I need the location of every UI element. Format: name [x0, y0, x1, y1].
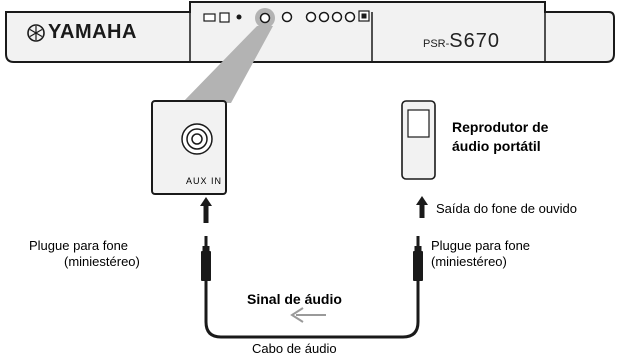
signal-up-arrow-icon [200, 197, 212, 223]
player-title-line2: áudio portátil [452, 138, 541, 154]
left-plug-label-line1: Plugue para fone [29, 238, 129, 253]
audio-cable-label: Cabo de áudio [252, 341, 337, 356]
right-plug-label-line2: (miniestéreo) [431, 254, 507, 269]
signal-up-arrow-icon [416, 196, 428, 218]
usb-port-icon [203, 13, 216, 22]
small-jack-icon [236, 14, 242, 20]
right-mini-plug-icon [413, 236, 423, 281]
jack-icon [281, 11, 293, 23]
model-number: S670 [449, 30, 500, 52]
yamaha-logo-icon [27, 24, 45, 42]
headphone-output-label: Saída do fone de ouvido [436, 201, 577, 216]
aux-in-jack-icon [259, 12, 271, 24]
right-plug-label-line1: Plugue para fone [431, 238, 531, 253]
jack-icon [305, 11, 317, 23]
model-name: PSR-S670 [423, 30, 500, 53]
audio-cable [204, 281, 420, 339]
zoom-callout [151, 26, 273, 195]
portable-player-icon [401, 100, 436, 180]
jack-icon [318, 11, 330, 23]
left-mini-plug-icon [201, 236, 211, 281]
keyboard-rear-panel [5, 1, 615, 63]
jack-icon [331, 11, 343, 23]
audio-signal-label: Sinal de áudio [247, 291, 342, 307]
left-plug-label-line2: (miniestéreo) [64, 254, 140, 269]
model-prefix: PSR- [423, 38, 450, 50]
signal-direction-arrow-icon [290, 307, 326, 323]
usb-port-icon [219, 12, 230, 23]
brand-logo-text: YAMAHA [48, 21, 137, 43]
player-title-line1: Reprodutor de [452, 119, 549, 135]
aux-in-label: AUX IN [186, 176, 223, 186]
jack-icon [344, 11, 356, 23]
